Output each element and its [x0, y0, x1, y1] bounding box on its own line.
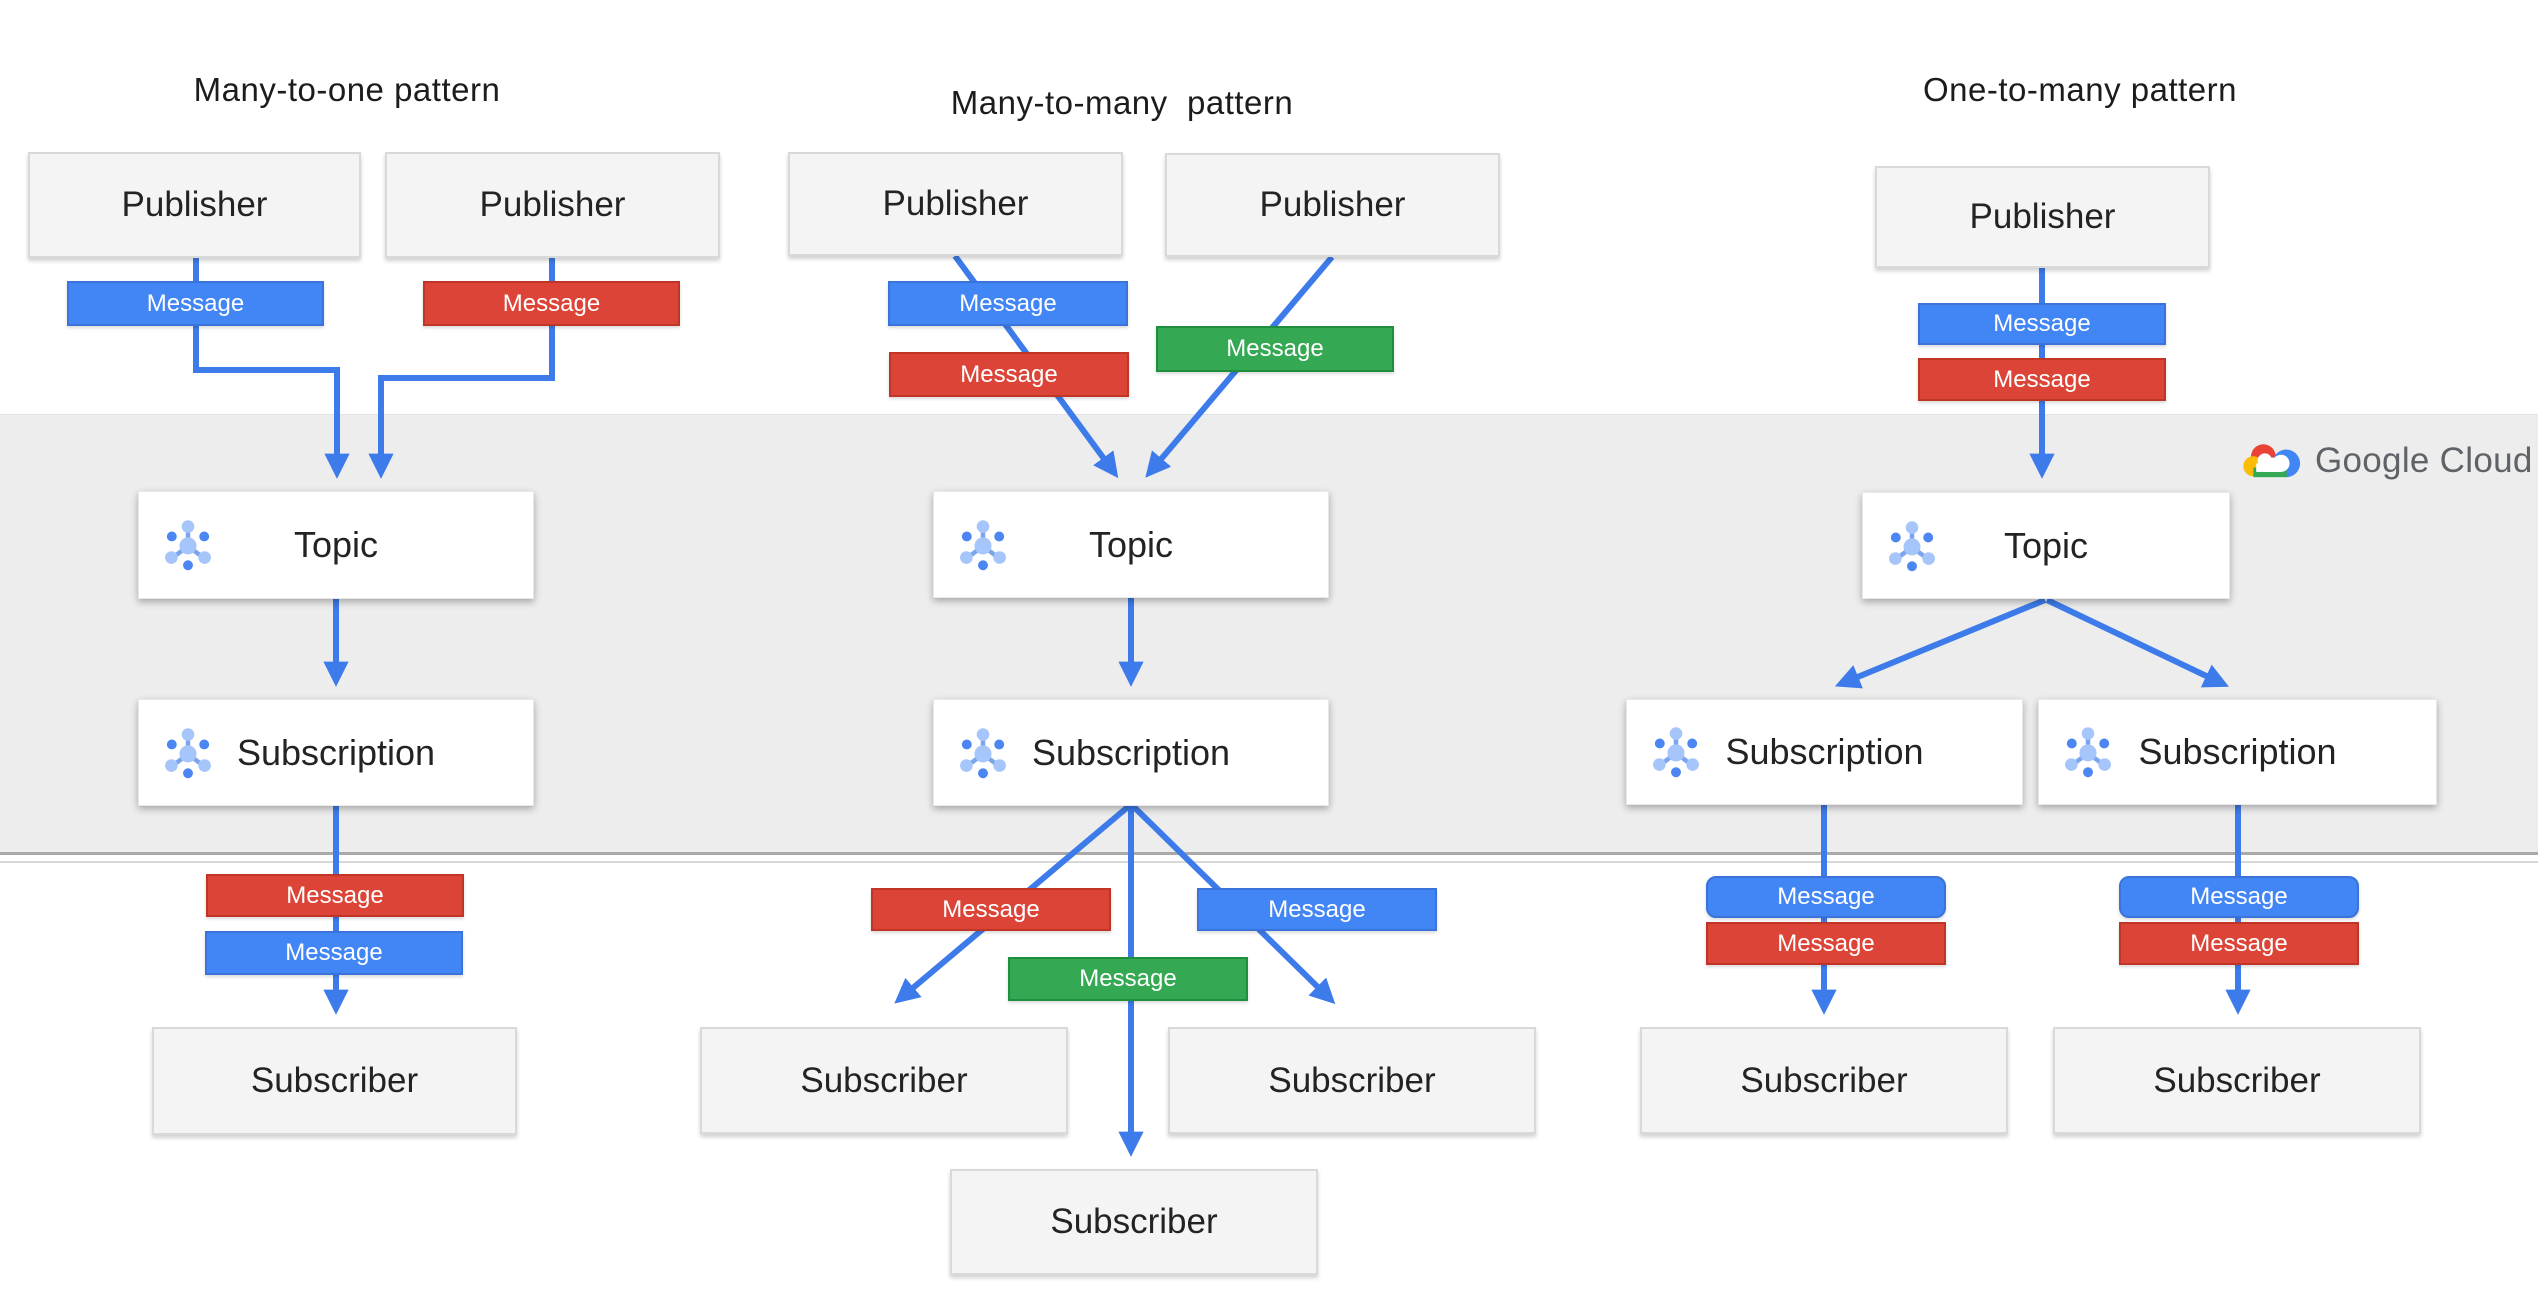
pubsub-subscription-icon: [1653, 727, 1699, 778]
message-badge-red: Message: [206, 874, 464, 917]
message-badge-green: Message: [1156, 326, 1394, 372]
subscriber-box: Subscriber: [1640, 1027, 2008, 1134]
pubsub-subscription-icon: [165, 727, 211, 778]
message-badge-blue: Message: [1197, 888, 1437, 931]
message-badge-green: Message: [1008, 957, 1248, 1001]
cloud-band-divider: [0, 861, 2538, 863]
pubsub-topic-icon: [1889, 520, 1935, 571]
message-badge-red: Message: [889, 352, 1129, 397]
publisher-box: Publisher: [28, 152, 361, 258]
pubsub-topic-icon: [960, 519, 1006, 570]
message-badge-red: Message: [871, 888, 1111, 931]
topic-label: Topic: [2003, 524, 2089, 566]
topic-label: Topic: [293, 524, 379, 565]
subscription-label: Subscription: [2138, 731, 2337, 772]
pubsub-subscription-icon: [2065, 727, 2111, 778]
publisher-box: Publisher: [1165, 153, 1500, 257]
topic-box: Topic: [933, 491, 1329, 598]
publisher-box: Publisher: [1875, 166, 2210, 268]
publisher-box: Publisher: [385, 152, 720, 258]
message-badge-blue: Message: [67, 281, 324, 326]
subscription-label: Subscription: [236, 731, 436, 773]
subscription-box: Subscription: [933, 699, 1329, 806]
message-badge-red: Message: [1706, 922, 1946, 965]
subscriber-box: Subscriber: [2053, 1027, 2421, 1134]
google-cloud-logo-text: Google Cloud: [2315, 440, 2533, 480]
pattern-title-one-to-many: One-to-many pattern: [1923, 71, 2237, 108]
pubsub-topic-icon: [165, 520, 211, 571]
message-badge-blue: Message: [888, 281, 1128, 326]
subscriber-box: Subscriber: [1168, 1027, 1536, 1134]
message-badge-blue: Message: [1918, 303, 2166, 345]
google-cloud-cloud-icon: [2243, 444, 2301, 478]
subscriber-box: Subscriber: [152, 1027, 517, 1135]
pattern-title-many-to-many: Many-to-many pattern: [950, 84, 1294, 121]
publisher-box: Publisher: [788, 152, 1123, 256]
message-badge-blue: Message: [2119, 876, 2359, 918]
subscription-box: Subscription: [2038, 699, 2437, 805]
subscription-label: Subscription: [1031, 731, 1231, 773]
message-badge-red: Message: [1918, 358, 2166, 401]
subscriber-box: Subscriber: [950, 1169, 1318, 1275]
message-badge-red: Message: [2119, 922, 2359, 965]
pattern-title-many-to-one: Many-to-one pattern: [193, 71, 501, 108]
pubsub-subscription-icon: [960, 727, 1006, 778]
subscription-box: Subscription: [1626, 699, 2023, 805]
google-cloud-logo: Google Cloud: [2240, 438, 2533, 483]
topic-box: Topic: [138, 491, 534, 599]
subscriber-box: Subscriber: [700, 1027, 1068, 1134]
subscription-box: Subscription: [138, 699, 534, 806]
subscription-label: Subscription: [1725, 731, 1924, 772]
message-badge-red: Message: [423, 281, 680, 326]
topic-box: Topic: [1862, 492, 2230, 599]
message-badge-blue: Message: [1706, 876, 1946, 918]
message-badge-blue: Message: [205, 931, 463, 975]
topic-label: Topic: [1088, 523, 1174, 565]
